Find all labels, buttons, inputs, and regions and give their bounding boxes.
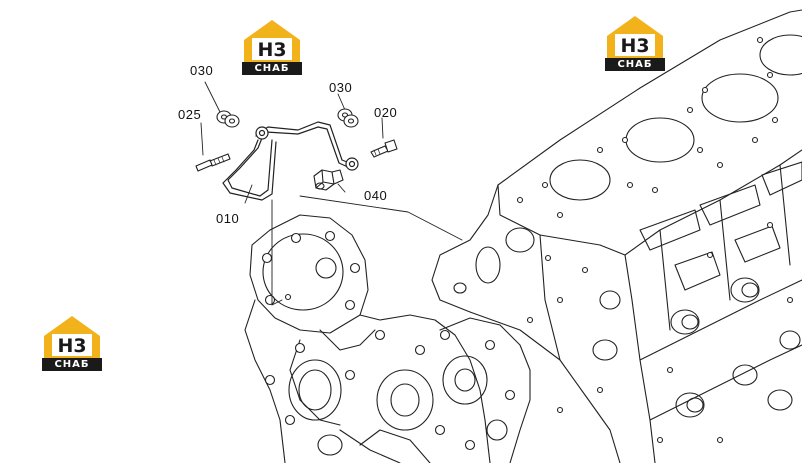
svg-text:H3: H3 [57,335,86,357]
oil-pipe-assembly [222,121,359,201]
callout-020: 020 [374,105,398,120]
bolt-025 [195,153,231,172]
watermark-logo-top-right: H3 СНАБ [603,12,667,74]
gear-case-drawing [244,214,531,463]
callout-030-right: 030 [329,80,353,95]
gasket-030-right [337,108,359,128]
watermark-logo-bottom-left: H3 СНАБ [40,312,104,374]
leader-lines [200,81,463,306]
bolt-020 [370,139,398,158]
gear-case-bolts [261,230,516,451]
callout-030-left: 030 [190,63,214,78]
svg-text:H3: H3 [257,39,286,61]
callout-025: 025 [178,107,202,122]
engine-block-drawing [431,9,802,463]
svg-text:H3: H3 [620,35,649,57]
gasket-030-left [216,110,240,128]
engine-block-bolt-holes [516,36,794,444]
callout-010: 010 [216,211,240,226]
callout-040: 040 [364,188,388,203]
fitting-040 [313,169,344,191]
watermark-logo-top-left: H3 СНАБ [240,16,304,78]
